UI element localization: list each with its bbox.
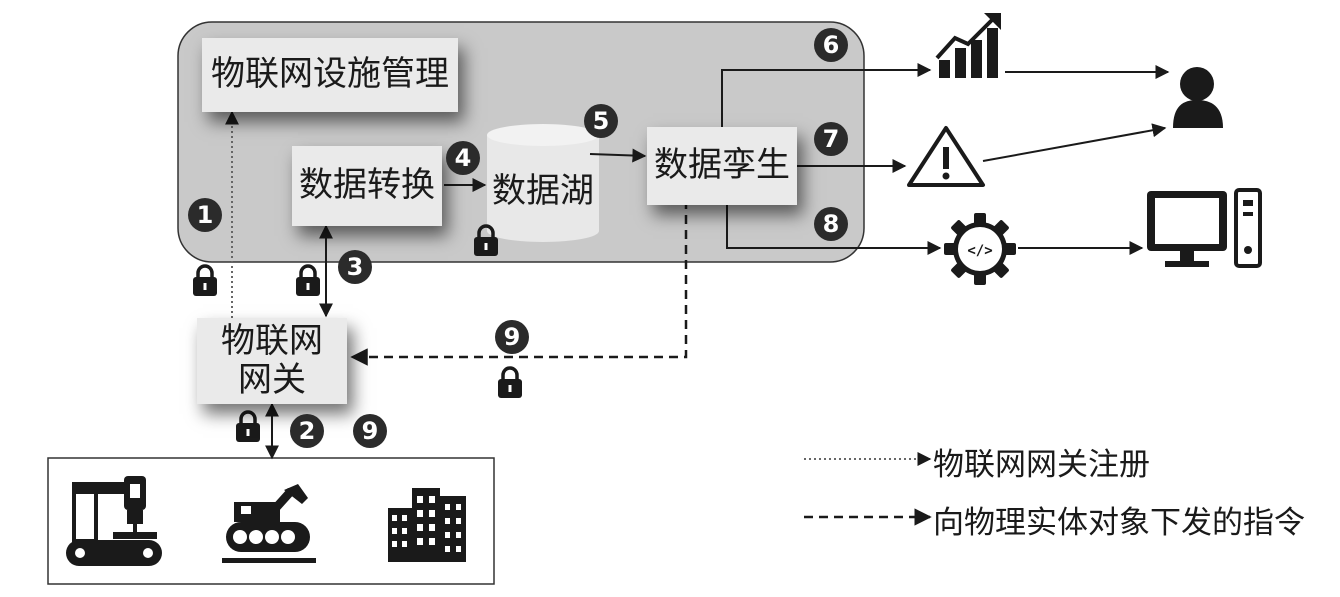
lock-icon xyxy=(474,224,498,256)
twin-to-gear xyxy=(726,205,942,255)
warning-icon xyxy=(907,126,985,187)
code-gear-icon: </> xyxy=(944,213,1016,285)
step-badge-8: 8 xyxy=(814,207,848,241)
data-transform-label: 数据转换 xyxy=(299,165,435,206)
iot-facility-management-label: 物联网设施管理 xyxy=(211,54,449,95)
iot-gateway-box: 物联网 网关 xyxy=(197,318,347,404)
svg-text:</>: </> xyxy=(967,243,992,259)
bar-chart-icon xyxy=(935,13,1001,78)
digital-twin-label: 数据孪生 xyxy=(654,145,790,186)
step-badge-9-devices: 9 xyxy=(353,414,387,448)
warning-to-user xyxy=(982,123,1167,162)
step-badge-7: 7 xyxy=(814,122,848,156)
lock-icon xyxy=(236,410,260,442)
user-icon xyxy=(1173,67,1223,128)
command-line xyxy=(350,200,688,366)
step-badge-2: 2 xyxy=(290,414,324,448)
iot-facility-management-box: 物联网设施管理 xyxy=(202,38,458,112)
step-badge-5: 5 xyxy=(584,104,618,138)
lake-to-twin xyxy=(589,148,647,163)
lock-icon xyxy=(193,264,217,296)
data-lake-cylinder xyxy=(487,124,599,242)
data-lake-label: 数据湖 xyxy=(492,171,594,211)
computer-icon xyxy=(1147,188,1262,268)
twin-to-chart xyxy=(721,63,932,127)
legend-dotted-label: 物联网网关注册 xyxy=(933,447,1150,483)
step-badge-6: 6 xyxy=(814,28,848,62)
excavator-icon xyxy=(222,484,316,563)
step-badge-3: 3 xyxy=(338,250,372,284)
digital-twin-box: 数据孪生 xyxy=(647,127,797,205)
legend-dashed-label: 向物理实体对象下发的指令 xyxy=(933,505,1305,541)
buildings-icon xyxy=(388,488,466,562)
iot-gateway-label-line1: 物联网 xyxy=(221,320,323,361)
robot-arm-icon xyxy=(66,476,162,566)
data-transform-box: 数据转换 xyxy=(292,146,442,226)
step-badge-1: 1 xyxy=(188,198,222,232)
step-badge-9-command: 9 xyxy=(495,320,529,354)
step-badge-4: 4 xyxy=(446,141,480,175)
lock-icon xyxy=(498,366,522,398)
iot-gateway-label-line2: 网关 xyxy=(238,360,306,400)
lock-icon xyxy=(296,264,320,296)
